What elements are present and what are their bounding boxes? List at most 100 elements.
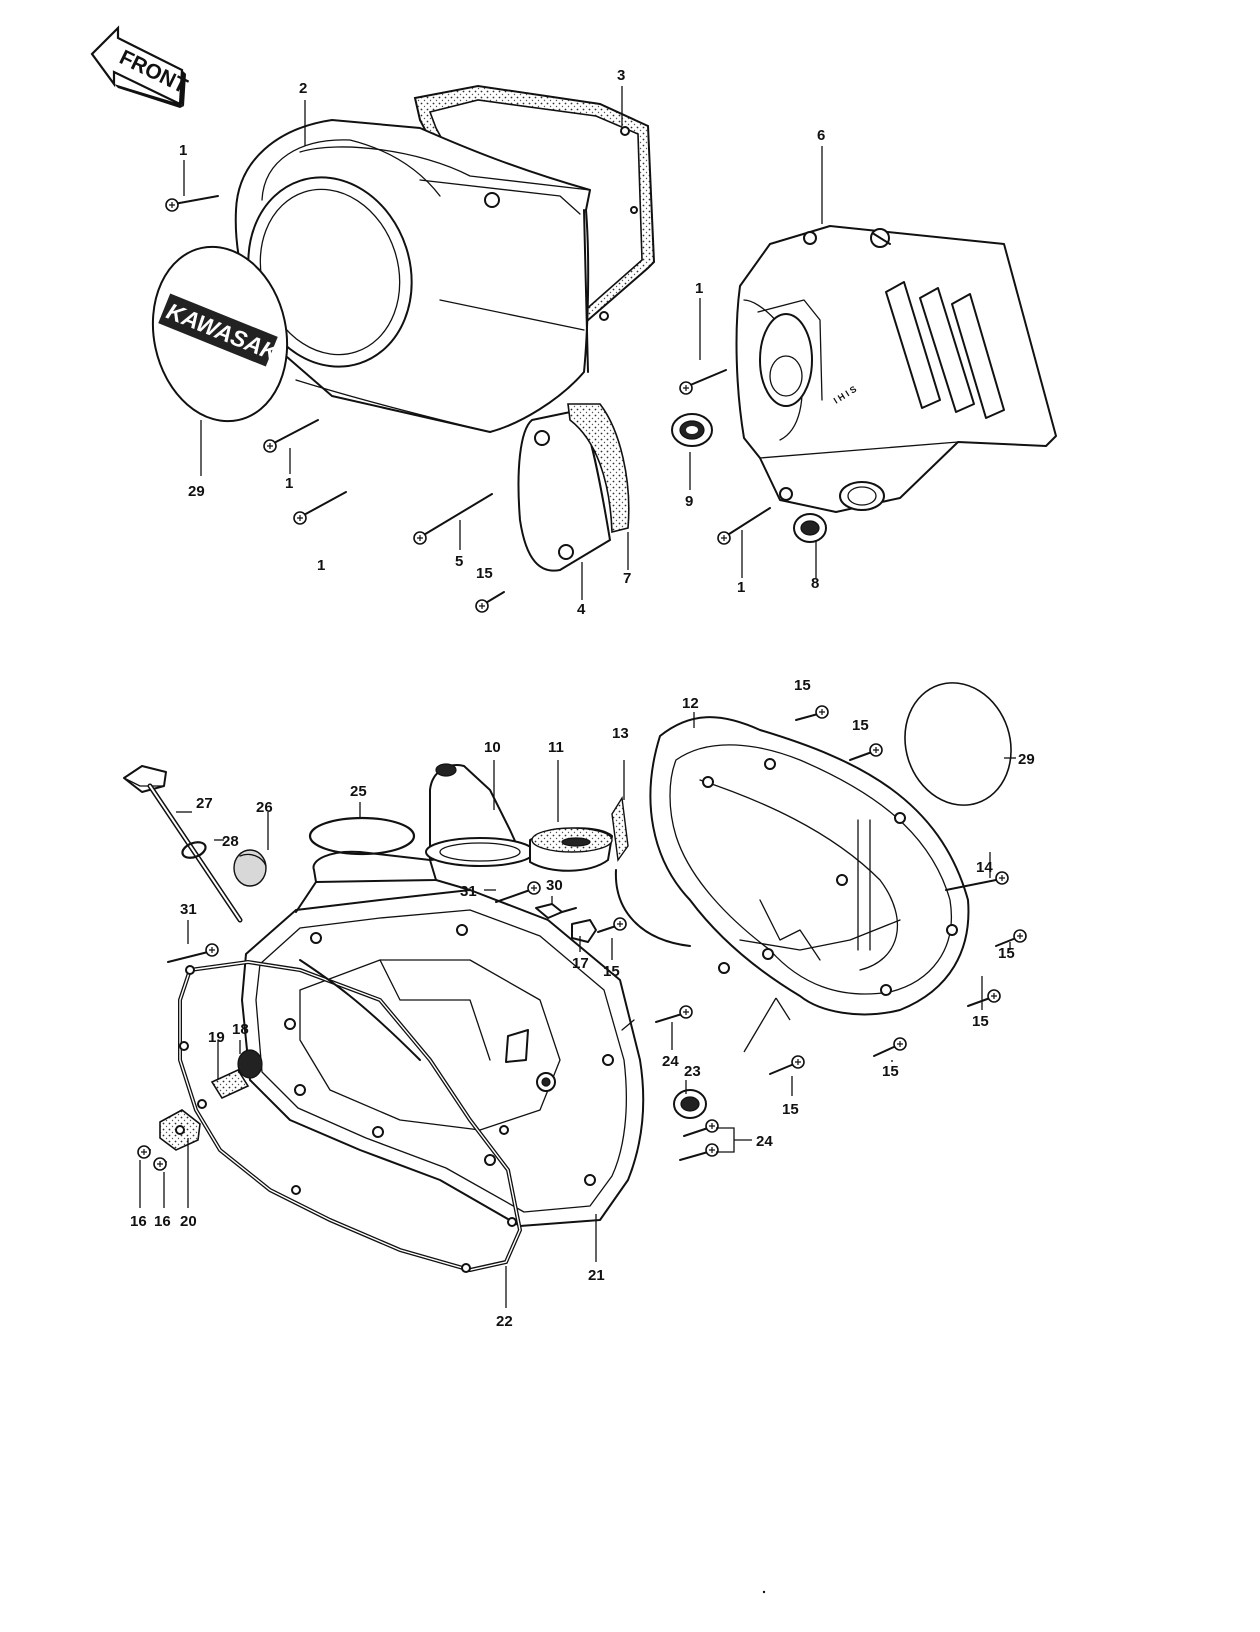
part-29-logo-cover: KAWASAKI xyxy=(151,245,288,423)
part-20-plate xyxy=(159,1109,201,1151)
upper-bolts xyxy=(165,195,771,613)
part-18-plug xyxy=(237,1049,263,1079)
bolt-1-right-low xyxy=(717,507,771,545)
callout-7: 7 xyxy=(623,570,631,587)
callout-15: 15 xyxy=(794,677,811,694)
callout-15: 15 xyxy=(852,717,869,734)
callout-15: 15 xyxy=(476,565,493,582)
bolt-15-bottom-a xyxy=(873,1037,907,1057)
bolt-15-top xyxy=(795,705,829,721)
callout-25: 25 xyxy=(350,783,367,800)
bolt-24-a xyxy=(683,1119,719,1137)
bolt-31-left xyxy=(167,943,219,963)
bolt-31-top xyxy=(495,881,541,903)
bolt-15-right-a xyxy=(995,929,1027,947)
callout-16: 16 xyxy=(154,1213,171,1230)
callout-31: 31 xyxy=(180,901,197,918)
callout-17: 17 xyxy=(572,955,589,972)
callout-1: 1 xyxy=(737,579,745,596)
part-12-crankcase-cover xyxy=(649,716,970,1053)
part-17-clamp xyxy=(571,919,597,943)
bolt-24-top xyxy=(655,1005,693,1023)
callout-29: 29 xyxy=(1018,751,1035,768)
part-30-fitting xyxy=(535,903,577,919)
bolt-16-a xyxy=(137,1145,151,1159)
callout-5: 5 xyxy=(455,553,463,570)
part-9-oil-seal xyxy=(671,413,713,447)
upper-leaders xyxy=(183,86,823,600)
callout-4: 4 xyxy=(577,601,586,618)
callout-29: 29 xyxy=(188,483,205,500)
part-11-cap xyxy=(529,827,613,872)
bolt-24-b xyxy=(679,1143,719,1161)
callout-19: 19 xyxy=(208,1029,225,1046)
bolt-16-b xyxy=(153,1157,167,1171)
callout-24: 24 xyxy=(662,1053,679,1070)
bolt-1-right-mid xyxy=(679,369,727,395)
callout-26: 26 xyxy=(256,799,273,816)
cover-slots xyxy=(885,281,1005,419)
bolt-1-left-low xyxy=(293,491,347,525)
callout-24: 24 xyxy=(756,1133,773,1150)
callout-13: 13 xyxy=(612,725,629,742)
part-10-boot xyxy=(425,763,535,867)
callout-18: 18 xyxy=(232,1021,249,1038)
callout-11: 11 xyxy=(548,739,564,756)
callout-31: 31 xyxy=(460,883,477,900)
part-6-right-cover: I H I S xyxy=(735,225,1057,513)
callout-1: 1 xyxy=(317,557,325,574)
bolt-15-right-b xyxy=(967,989,1001,1007)
callout-15: 15 xyxy=(603,963,620,980)
callout-30: 30 xyxy=(546,877,563,894)
bolt-15-top2 xyxy=(849,743,883,761)
part-23-seal xyxy=(673,1089,707,1119)
bolt-15-upper xyxy=(475,591,505,613)
part-14-bolt xyxy=(945,871,1009,891)
bolt-1-left-mid xyxy=(263,419,319,453)
callout-23: 23 xyxy=(684,1063,701,1080)
callout-15: 15 xyxy=(998,945,1015,962)
lower-leaders xyxy=(139,712,1011,1308)
callout-numbers: 1 2 3 6 1 29 1 9 5 1 15 7 4 1 8 12 15 15… xyxy=(130,67,1035,1330)
part-27-dipstick xyxy=(123,765,243,923)
print-speck xyxy=(762,1590,766,1594)
bolt-5 xyxy=(413,493,493,545)
callout-20: 20 xyxy=(180,1213,197,1230)
part-22-gasket xyxy=(178,959,523,1273)
front-arrow-icon: FRONT xyxy=(90,25,191,108)
callout-1: 1 xyxy=(179,142,187,159)
part-12-gasket-edge xyxy=(614,869,691,947)
callout-28: 28 xyxy=(222,833,239,850)
callout-9: 9 xyxy=(685,493,693,510)
callout-10: 10 xyxy=(484,739,501,756)
part-26-cap xyxy=(233,849,267,887)
callout-15: 15 xyxy=(782,1101,799,1118)
callout-21: 21 xyxy=(588,1267,605,1284)
part-19-plate xyxy=(210,1068,250,1100)
part-7-gasket xyxy=(567,403,630,534)
part-13-clip xyxy=(611,795,629,862)
callout-16: 16 xyxy=(130,1213,147,1230)
callout-3: 3 xyxy=(617,67,625,84)
part-28-o-ring xyxy=(181,841,207,859)
callout-8: 8 xyxy=(811,575,819,592)
part-2-left-cover xyxy=(234,119,591,433)
lower-bolts xyxy=(137,705,1027,1171)
callout-14: 14 xyxy=(976,859,993,876)
part-8-seal xyxy=(793,513,827,543)
callout-15: 15 xyxy=(882,1063,899,1080)
bolt-15-bottom-b xyxy=(769,1055,805,1075)
callout-12: 12 xyxy=(682,695,699,712)
callout-22: 22 xyxy=(496,1313,513,1330)
callout-1: 1 xyxy=(695,280,703,297)
callout-15: 15 xyxy=(972,1013,989,1030)
callout-6: 6 xyxy=(817,127,825,144)
part-21-crankcase xyxy=(241,850,645,1227)
part-29-round-cover-lower xyxy=(904,682,1016,806)
bolt-15-mid xyxy=(597,917,627,933)
callout-27: 27 xyxy=(196,795,213,812)
callout-2: 2 xyxy=(299,80,307,97)
bolt-1-top-left xyxy=(165,195,219,212)
